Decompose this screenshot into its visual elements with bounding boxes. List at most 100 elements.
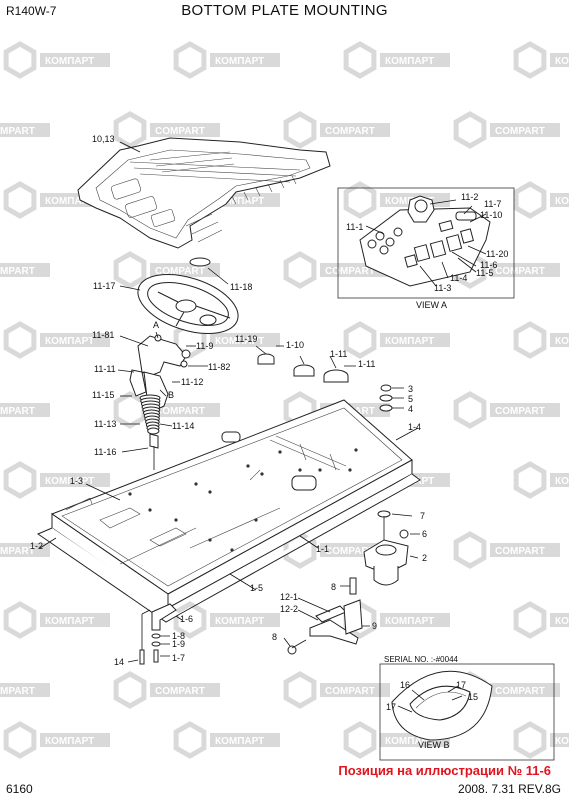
watermark-text: COMPART <box>495 266 545 277</box>
part-label-12-1: 12-1 <box>280 592 298 602</box>
watermark-band <box>490 683 560 697</box>
watermark-band <box>380 333 450 347</box>
watermark-text: КОМПАРТ <box>215 56 264 67</box>
part-label-2: 2 <box>422 553 427 563</box>
part-label-11-2: 11-2 <box>461 192 478 202</box>
watermark-text: КОМПАРТ <box>215 616 264 627</box>
watermark-logo-icon <box>453 111 487 149</box>
watermark-text: COMPART <box>0 126 35 137</box>
part-label-1-7: 1-7 <box>172 653 185 663</box>
watermark-text: КОМПАРТ <box>555 616 569 627</box>
seat-mount <box>363 510 409 586</box>
part-label-11-13: 11-13 <box>94 419 116 429</box>
position-note: Позиция на иллюстрации № 11-6 <box>338 763 551 778</box>
part-label-11-20: 11-20 <box>486 249 508 259</box>
watermark-band <box>0 403 50 417</box>
watermark-logo-icon <box>3 181 37 219</box>
watermark-band <box>210 53 280 67</box>
watermark-band <box>150 263 220 277</box>
watermark-band <box>550 53 569 67</box>
watermark-logo-icon <box>453 391 487 429</box>
model-code: R140W-7 <box>6 4 57 18</box>
watermark-band <box>0 683 50 697</box>
watermark-text: КОМПАРТ <box>215 196 264 207</box>
watermark-band <box>40 733 110 747</box>
watermark-text: КОМПАРТ <box>555 336 569 347</box>
watermark-text: КОМПАРТ <box>45 336 94 347</box>
watermark-band <box>0 543 50 557</box>
part-label-17-a: 17 <box>456 680 466 690</box>
watermark-text: КОМПАРТ <box>385 736 434 747</box>
mounting-hole <box>348 468 352 472</box>
part-label-1-11-b: 1-11 <box>358 359 375 369</box>
part-label-16: 16 <box>400 680 410 690</box>
part-label-7: 7 <box>420 511 425 521</box>
part-label-1-6: 1-6 <box>180 614 193 624</box>
part-label-11-16: 11-16 <box>94 447 116 457</box>
watermark-text: COMPART <box>0 266 35 277</box>
part-label-11-82: 11-82 <box>208 362 230 372</box>
watermark-logo-icon <box>453 531 487 569</box>
watermark-text: COMPART <box>325 126 375 137</box>
watermark-text: COMPART <box>325 266 375 277</box>
steering-column <box>129 334 191 470</box>
watermark-text: COMPART <box>495 546 545 557</box>
watermark-band <box>320 123 390 137</box>
part-label-11-14: 11-14 <box>172 421 194 431</box>
watermark-logo-icon <box>173 41 207 79</box>
watermark-logo-icon <box>283 111 317 149</box>
watermark-text: COMPART <box>495 126 545 137</box>
watermark-band <box>550 733 569 747</box>
mounting-hole <box>128 492 132 496</box>
watermark-logo-icon <box>173 721 207 759</box>
watermark-logo-icon <box>343 181 377 219</box>
view-a-caption: VIEW A <box>416 300 447 310</box>
watermark-band <box>550 613 569 627</box>
part-label-8-b: 8 <box>272 632 277 642</box>
watermark-band <box>0 123 50 137</box>
part-label-11-7: 11-7 <box>484 199 501 209</box>
part-label-5: 5 <box>408 394 413 404</box>
steering-wheel <box>137 274 239 334</box>
part-label-3: 3 <box>408 384 413 394</box>
part-label-4: 4 <box>408 404 413 414</box>
part-label-11-18: 11-18 <box>230 282 252 292</box>
watermark-text: КОМПАРТ <box>385 336 434 347</box>
mounting-hole <box>148 508 152 512</box>
watermark-text: COMPART <box>325 686 375 697</box>
part-label-1-5: 1-5 <box>250 583 263 593</box>
mounting-hole <box>278 450 282 454</box>
watermark-band <box>40 333 110 347</box>
part-label-14: 14 <box>114 657 124 667</box>
part-label-11-12: 11-12 <box>181 377 203 387</box>
mounting-hole <box>208 538 212 542</box>
part-label-11-10: 11-10 <box>480 210 502 220</box>
part-label-12-2: 12-2 <box>280 604 298 614</box>
part-label-A: A <box>153 320 159 330</box>
watermark-text: КОМПАРТ <box>215 736 264 747</box>
bracket-and-bolts <box>139 603 177 665</box>
watermark-text: КОМПАРТ <box>45 476 94 487</box>
watermark-logo-icon <box>513 41 547 79</box>
watermark-logo-icon <box>3 461 37 499</box>
part-label-11-17: 11-17 <box>93 281 115 291</box>
mounting-hole <box>230 548 234 552</box>
watermark-band <box>150 403 220 417</box>
watermark-band <box>150 123 220 137</box>
pad <box>189 257 211 267</box>
part-label-1-4: 1-4 <box>408 422 421 432</box>
part-label-1-3: 1-3 <box>70 476 83 486</box>
watermark-logo-icon <box>283 671 317 709</box>
watermark-text: COMPART <box>495 406 545 417</box>
watermark-logo-icon <box>343 41 377 79</box>
mounting-hole <box>174 518 178 522</box>
watermark-band <box>40 473 110 487</box>
watermark-logo-icon <box>283 251 317 289</box>
part-label-11-81: 11-81 <box>92 330 114 340</box>
part-label-11-11: 11-11 <box>94 364 116 374</box>
watermark-band <box>550 473 569 487</box>
watermark-logo-icon <box>513 721 547 759</box>
watermark-logo-icon <box>513 181 547 219</box>
part-labels: 11-2 11-7 11-10 11-1 11-20 11-6 11-5 11-… <box>30 192 508 750</box>
